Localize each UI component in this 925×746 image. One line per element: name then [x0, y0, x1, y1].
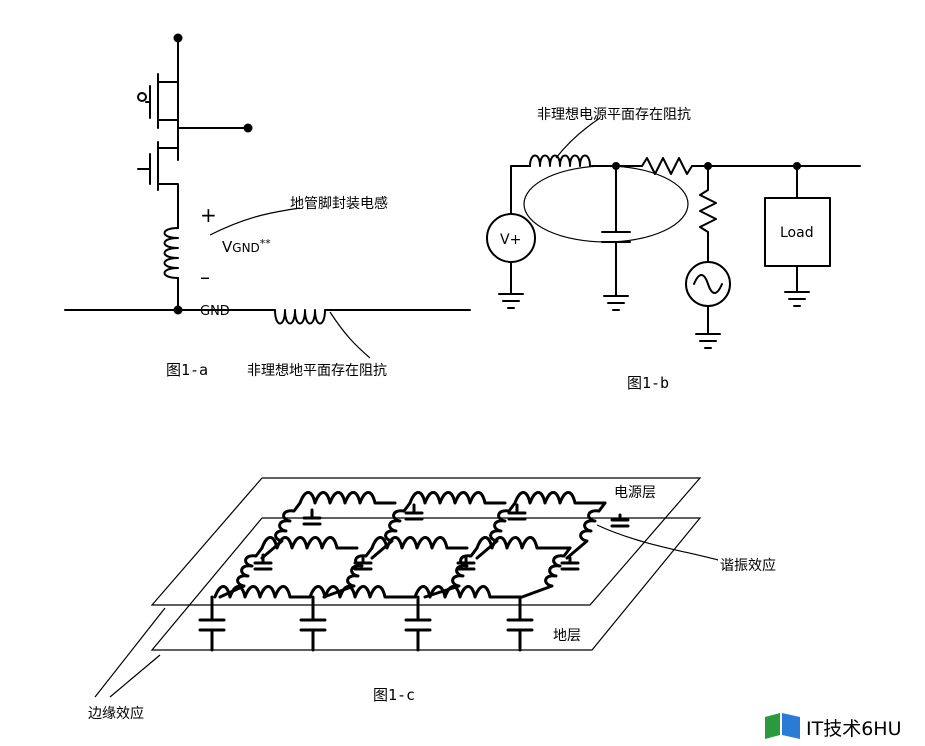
watermark-logo-icon: [765, 713, 800, 739]
ground-symbol-3: [695, 305, 721, 349]
ground-plane: [150, 517, 702, 651]
output-node: [243, 123, 253, 133]
edge-effect-leaders: [94, 607, 166, 698]
resonance-label: 谐振效应: [720, 557, 776, 574]
source-top-wire: [510, 165, 531, 215]
plane-impedance-label: 非理想地平面存在阻抗: [247, 363, 387, 379]
vgnd-label: VGND**: [222, 237, 271, 256]
gnd-node: [173, 305, 183, 315]
sine-icon: [693, 274, 723, 294]
caption-1a: 图1-a: [166, 361, 208, 379]
power-layer-label: 电源层: [614, 485, 656, 501]
load-label: Load: [780, 225, 814, 241]
series-resistor: [699, 165, 717, 263]
watermark: IT技术6HU: [765, 713, 902, 740]
power-plane-impedance-label: 非理想电源平面存在阻抗: [537, 107, 691, 123]
gnd-label: GND: [200, 304, 230, 319]
plane-label-leader: [329, 311, 371, 359]
source-label: V+: [500, 232, 521, 248]
caption-1b: 图1-b: [627, 374, 669, 392]
pin-label-leader: [209, 207, 301, 236]
resonance-leader: [596, 524, 719, 561]
minus-sign: –: [200, 265, 210, 289]
plane-inductor: [274, 309, 471, 325]
figure-1b: V+ Load 非理想电源平面存在阻抗 图1-b: [486, 107, 861, 392]
watermark-text: IT技术6HU: [806, 718, 902, 740]
decoupling-capacitor: [601, 165, 631, 297]
ground-symbol-4: [784, 265, 810, 307]
nmos-transistor: [137, 141, 179, 216]
plus-sign: +: [200, 203, 217, 227]
pmos-transistor: [137, 73, 159, 129]
ground-symbol-1: [498, 293, 524, 309]
figure-1c: 电源层 地层 谐振效应 边缘效应 图1-c: [88, 477, 776, 722]
output-wire: [177, 119, 249, 161]
pin-inductance-label: 地管脚封装电感: [290, 195, 388, 212]
transistor-top-wire: [157, 37, 179, 121]
ground-layer-label: 地层: [553, 628, 581, 644]
figure-1a: + – VGND** GND 地管脚封装电感 图1-a 非理想地平面存在阻抗: [64, 33, 471, 379]
ground-symbol-2: [603, 295, 629, 311]
impedance-ellipse: [523, 165, 689, 243]
impedance-leader: [555, 117, 601, 159]
edge-effect-label: 边缘效应: [88, 705, 144, 722]
caption-1c: 图1-c: [373, 686, 415, 704]
plane-inductor-b: [529, 154, 591, 167]
power-plane: [150, 477, 702, 606]
plane-resistor: [641, 157, 693, 175]
rlc-mesh: [198, 491, 630, 652]
pin-inductor: [163, 214, 179, 311]
